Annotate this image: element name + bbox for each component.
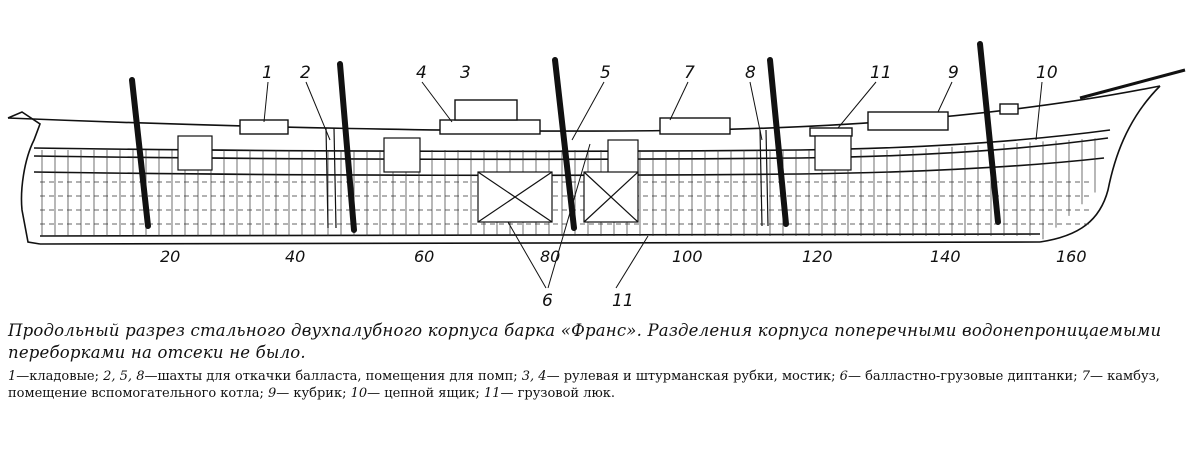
shaft-line (325, 127, 329, 229)
figure-legend: 1—кладовые; 2, 5, 8—шахты для откачки ба… (8, 368, 1184, 402)
main-mast-aft (337, 61, 357, 233)
storeroom-house (239, 119, 289, 135)
leader (421, 81, 453, 123)
crew-house (867, 111, 949, 131)
legend-number: 9 (267, 386, 277, 401)
compartment (177, 135, 213, 171)
legend-text: —шахты для откачки балласта, помещения д… (144, 369, 522, 384)
callout-labels: 1 2 3 4 5 7 8 11 9 10 6 11 (262, 63, 1058, 310)
callout-6: 6 (542, 291, 553, 310)
pump-shafts (325, 127, 769, 229)
callout-5: 5 (600, 63, 611, 83)
frame-number: 80 (540, 247, 560, 266)
frame-number: 40 (285, 247, 305, 266)
callout-9: 9 (948, 63, 959, 83)
legend-number: 1 (8, 369, 17, 384)
legend-text: — кубрик; (276, 386, 351, 401)
legend-text: —кладовые; (16, 369, 104, 384)
callout-4: 4 (416, 63, 427, 83)
leader (749, 81, 763, 141)
forecastle-house (999, 103, 1019, 115)
frame-number: 60 (414, 247, 434, 266)
stern-outline (7, 111, 41, 245)
leader (937, 81, 953, 113)
legend-text: — рулевая и штурманская рубки, мостик; (546, 369, 840, 384)
main-deck-line (33, 129, 1111, 153)
leader (263, 81, 269, 123)
legend-number: 10 (350, 386, 368, 401)
fore-mast-2 (977, 41, 1001, 225)
legend-text: — балластно-грузовые диптанки; (847, 369, 1082, 384)
callout-2: 2 (300, 63, 311, 83)
legend-number: 6 (839, 369, 848, 384)
leader (669, 81, 689, 121)
masts (129, 41, 1001, 233)
legend-text: — цепной ящик; (367, 386, 484, 401)
leader-lines (263, 81, 1043, 289)
leader (571, 81, 605, 141)
callout-1: 1 (262, 63, 273, 83)
bowsprit (1079, 68, 1186, 100)
compartments (177, 135, 852, 223)
tank-diagonal (477, 171, 553, 223)
shaft-line (333, 127, 337, 229)
leader (615, 235, 649, 289)
legend-number: 3, 4 (521, 369, 547, 384)
callout-8: 8 (745, 63, 756, 83)
main-mast (552, 57, 577, 231)
shaft-line (765, 129, 769, 227)
leader (1035, 81, 1043, 141)
cargo-hatch-11 (809, 127, 853, 137)
callout-11-bottom: 11 (612, 291, 634, 310)
legend-number: 2, 5, 8 (103, 369, 145, 384)
callout-7: 7 (684, 63, 695, 83)
keel-inner-line (39, 233, 1041, 237)
lower-deck-line (33, 157, 1105, 177)
callout-11-top: 11 (870, 63, 892, 83)
shaft-line (759, 129, 763, 227)
legend-number: 7 (1081, 369, 1090, 384)
hull (7, 68, 1186, 245)
figure-caption-title: Продольный разрез стального двухпалубног… (8, 321, 1162, 362)
tank-diagonal (583, 171, 639, 223)
frame-number: 160 (1056, 247, 1087, 266)
frame-number: 120 (802, 247, 833, 266)
callout-10: 10 (1036, 63, 1058, 83)
frame-number-scale: 20 40 60 80 100 120 140 160 (160, 247, 1087, 266)
fore-mast (767, 57, 789, 227)
mizzen-mast (129, 77, 151, 229)
frame-number: 140 (930, 247, 961, 266)
leader (547, 143, 591, 289)
frame-hatching (40, 138, 1096, 240)
deckhouses (239, 99, 1019, 137)
leader (507, 221, 547, 289)
bow-outline (1039, 85, 1161, 243)
frame-number: 20 (160, 247, 180, 266)
legend-text: — грузовой люк. (500, 386, 616, 401)
keel-line (39, 241, 1041, 245)
bridge-house (439, 119, 541, 135)
leader (837, 81, 877, 129)
ship-section-drawing: 1 2 3 4 5 7 8 11 9 10 6 11 20 40 60 80 1… (7, 41, 1186, 310)
wheelhouse (454, 99, 518, 121)
galley-house (659, 117, 731, 135)
legend-number: 11 (483, 386, 501, 401)
leader (305, 81, 331, 141)
compartment (383, 137, 421, 173)
compartment (814, 135, 852, 171)
main-deck-line-2 (33, 137, 1109, 161)
callout-3: 3 (460, 63, 471, 83)
legend-text: — камбуз, помещение вспомогательного кот… (8, 369, 1160, 401)
frame-number: 100 (672, 247, 703, 266)
compartment (607, 139, 639, 175)
